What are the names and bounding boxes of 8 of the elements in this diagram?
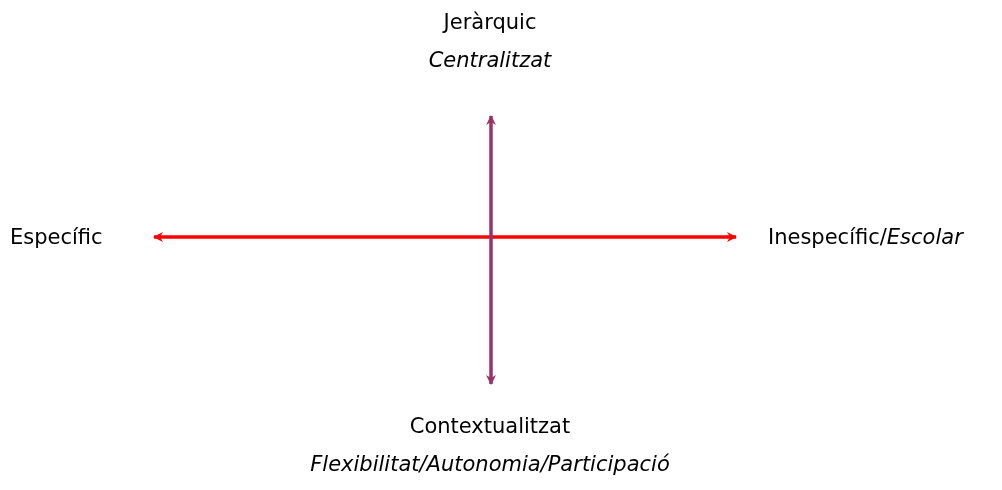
axis-sublabel: Centralitzat [427,48,553,72]
axis-label: Jeràrquic [441,10,538,34]
double-arrow [153,232,737,242]
axis-label: Específic [10,225,104,249]
axis-sublabel: Flexibilitat/Autonomia/Participació [309,452,671,476]
axis-label: Inespecífic/Escolar [768,225,965,249]
axis-label: Contextualitzat [408,414,572,438]
double-arrow [486,115,496,385]
